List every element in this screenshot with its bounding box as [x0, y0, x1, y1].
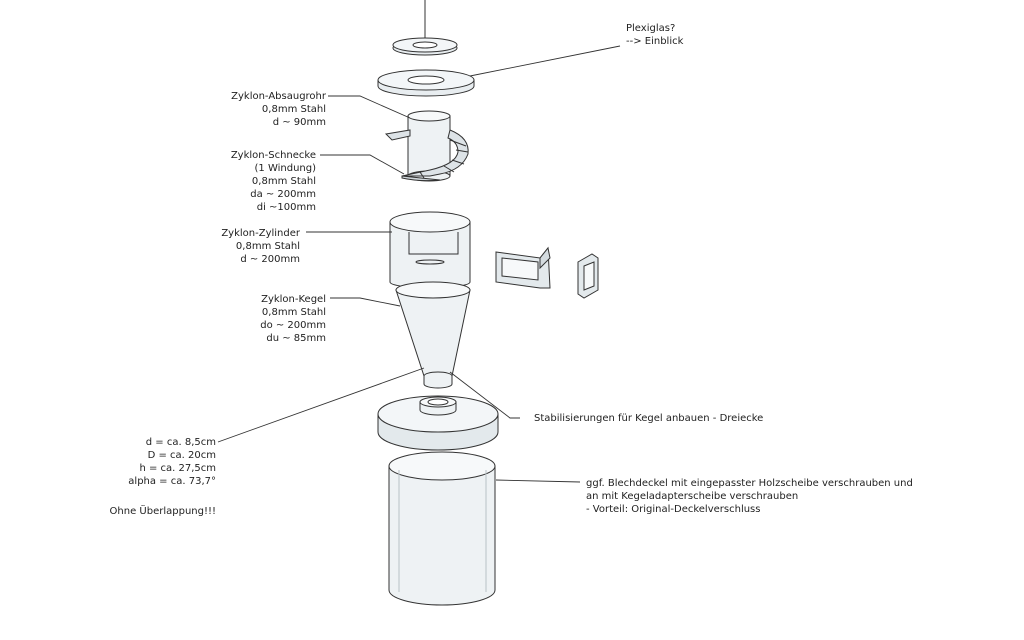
label-kegel-line1: Zyklon-Kegel — [261, 294, 326, 305]
label-deckel-line1: ggf. Blechdeckel mit eingepasster Holzsc… — [586, 478, 913, 489]
leader-kegel — [330, 297, 401, 307]
label-deckel-line3: - Vorteil: Original-Deckelverschluss — [586, 504, 761, 515]
label-schnecke-line5: di ~100mm — [256, 202, 316, 213]
label-schnecke-line1: Zyklon-Schnecke — [230, 150, 316, 161]
label-kegel-line2: 0,8mm Stahl — [261, 307, 326, 318]
label-absaugrohr: Zyklon-Absaugrohr 0,8mm Stahl d ~ 90mm — [226, 90, 326, 129]
behaelter-eimer — [388, 451, 496, 606]
label-kegel-line3: do ~ 200mm — [260, 320, 326, 331]
label-schnecke-line3: 0,8mm Stahl — [251, 176, 316, 187]
leader-plexiglas — [469, 45, 621, 77]
label-dimension-D: D = ca. 20cm — [147, 450, 216, 461]
label-absaugrohr-line2: 0,8mm Stahl — [261, 104, 326, 115]
label-dimension-h: h = ca. 27,5cm — [139, 463, 216, 474]
label-absaugrohr-line1: Zyklon-Absaugrohr — [231, 91, 326, 102]
label-plexiglas-line2: --> Einblick — [626, 36, 684, 47]
label-zylinder-line2: 0,8mm Stahl — [235, 241, 300, 252]
label-schnecke-line4: da ~ 200mm — [250, 189, 316, 200]
schnecke-spiral — [384, 129, 469, 182]
kegeladapterscheibe — [377, 395, 499, 451]
label-dimensions: d = ca. 8,5cm D = ca. 20cm h = ca. 27,5c… — [106, 436, 216, 488]
plexiglas-disc — [377, 69, 475, 97]
label-deckel-line2: an mit Kegeladapterscheibe verschrauben — [586, 491, 799, 502]
label-zylinder: Zyklon-Zylinder 0,8mm Stahl d ~ 200mm — [200, 227, 300, 266]
top-ring — [392, 37, 458, 56]
label-plexiglas-line1: Plexiglas? — [626, 23, 676, 34]
kegel-cone — [395, 281, 471, 389]
label-stabilisierung: Stabilisierungen für Kegel anbauen - Dre… — [534, 412, 763, 425]
leader-stabilisierung — [449, 371, 520, 419]
label-schnecke: Zyklon-Schnecke (1 Windung) 0,8mm Stahl … — [216, 149, 316, 214]
label-absaugrohr-line3: d ~ 90mm — [272, 117, 326, 128]
leader-dimensions — [217, 367, 425, 443]
einlass-flansch — [577, 253, 599, 299]
leader-absaugrohr — [328, 95, 411, 119]
label-dimension-d: d = ca. 8,5cm — [145, 437, 216, 448]
einlass-stueck — [495, 246, 551, 289]
leader-deckel — [495, 479, 581, 483]
label-ueberlappung: Ohne Überlappung!!! — [96, 505, 216, 518]
label-kegel-line4: du ~ 85mm — [266, 333, 326, 344]
label-kegel: Zyklon-Kegel 0,8mm Stahl do ~ 200mm du ~… — [226, 293, 326, 345]
zylinder-body — [389, 211, 471, 289]
leader-lines — [217, 45, 621, 483]
leader-schnecke — [320, 154, 405, 175]
label-stabilisierung-text: Stabilisierungen für Kegel anbauen - Dre… — [534, 413, 764, 424]
label-ueberlappung-text: Ohne Überlappung!!! — [109, 506, 216, 517]
label-dimension-alpha: alpha = ca. 73,7° — [128, 476, 216, 487]
label-deckel: ggf. Blechdeckel mit eingepasster Holzsc… — [586, 477, 913, 516]
label-zylinder-line1: Zyklon-Zylinder — [221, 228, 300, 239]
label-schnecke-line2: (1 Windung) — [254, 163, 317, 174]
label-zylinder-line3: d ~ 200mm — [240, 254, 300, 265]
label-plexiglas: Plexiglas? --> Einblick — [626, 22, 683, 48]
